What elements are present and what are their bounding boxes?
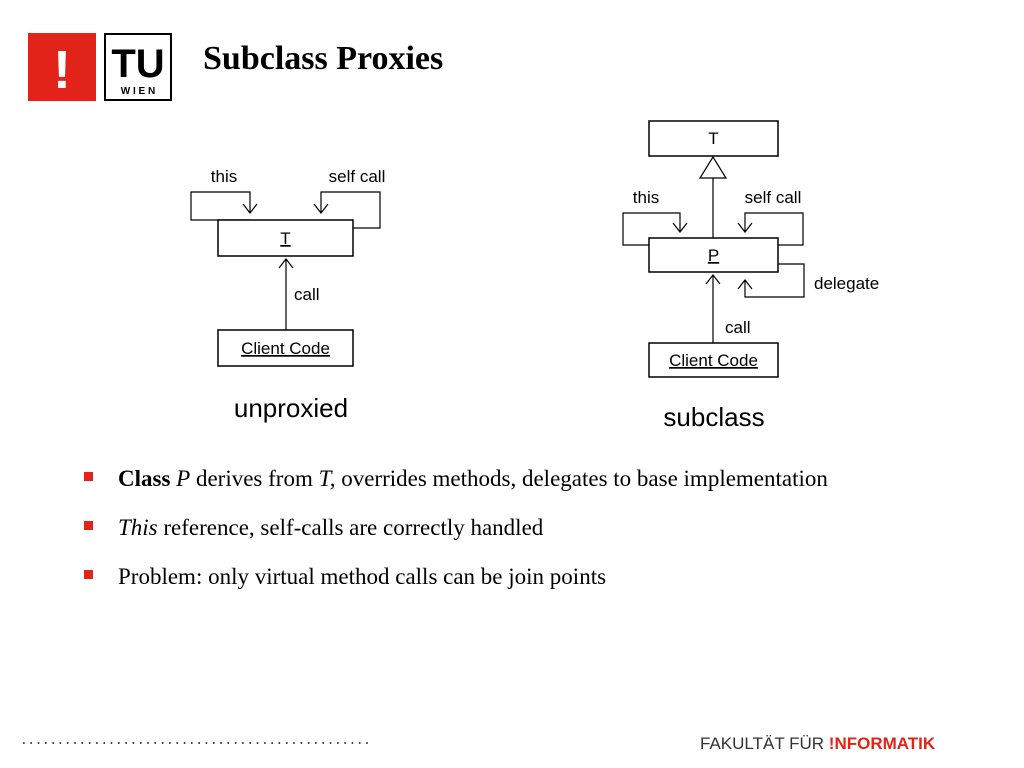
right-base-box-label: T xyxy=(708,129,718,148)
right-caption: subclass xyxy=(663,402,764,432)
bullet-square-icon xyxy=(84,570,93,579)
right-client-box xyxy=(648,342,779,378)
right-this-label: this xyxy=(633,188,659,207)
footer-faculty-text: FAKULTÄT FÜR xyxy=(700,734,829,753)
bullet-item: Class P derives from T, overrides method… xyxy=(80,462,828,511)
bullet-list: Class P derives from T, overrides method… xyxy=(80,462,828,609)
unproxied-diagram: this self call T call Client Code unprox… xyxy=(190,167,386,423)
left-client-box-label: Client Code xyxy=(241,339,330,358)
right-this-loop-arrow xyxy=(622,212,688,246)
right-proxy-box xyxy=(648,237,779,273)
proxy-diagrams: this self call T call Client Code unprox… xyxy=(190,120,879,432)
left-this-label: this xyxy=(211,167,237,186)
bullet-text: Class xyxy=(118,466,171,491)
bullet-text: reference, self-calls are correctly hand… xyxy=(157,515,544,540)
bullet-item: Problem: only virtual method calls can b… xyxy=(80,560,828,609)
bullet-text: T, xyxy=(318,466,336,491)
tu-wien-logo: TU W I E N xyxy=(104,33,172,101)
bullet-text: P xyxy=(176,466,191,491)
left-class-box xyxy=(217,219,354,257)
subclass-diagram: T this self call P delegate call Client … xyxy=(622,120,879,432)
footer-brand: !NFORMATIK xyxy=(828,734,936,753)
tu-exclamation-logo: ! xyxy=(28,33,96,101)
bullet-square-icon xyxy=(84,521,93,530)
right-delegate-label: delegate xyxy=(814,274,879,293)
left-client-box xyxy=(217,329,354,367)
bullet-text: overrides methods, delegates to base imp… xyxy=(335,466,828,491)
right-call-label: call xyxy=(725,318,751,337)
bullet-text: Problem: only virtual method calls can b… xyxy=(118,564,607,589)
left-caption: unproxied xyxy=(234,393,348,423)
logo-wien-text: W I E N xyxy=(121,86,155,97)
inheritance-triangle-icon xyxy=(698,155,728,179)
right-self-call-loop-arrow xyxy=(737,212,804,246)
bullet-text: This xyxy=(118,515,158,540)
left-this-loop-arrow xyxy=(190,191,258,221)
right-client-box-label: Client Code xyxy=(669,351,758,370)
logo-mark-text: ! xyxy=(53,40,71,100)
right-self-call-label: self call xyxy=(745,188,802,207)
page-title: Subclass Proxies xyxy=(203,40,444,77)
bullet-item: This reference, self-calls are correctly… xyxy=(80,511,828,560)
right-delegate-arrow xyxy=(737,263,805,298)
left-class-box-label: T xyxy=(280,229,290,248)
bullet-square-icon xyxy=(84,472,93,481)
footer-dots: ........................................… xyxy=(20,733,371,748)
right-base-box xyxy=(648,120,779,157)
left-call-label: call xyxy=(294,285,320,304)
bullet-text: derives from xyxy=(190,466,319,491)
left-self-call-label: self call xyxy=(329,167,386,186)
left-self-call-loop-arrow xyxy=(313,191,381,229)
right-proxy-box-label: P xyxy=(708,246,719,265)
logo-tu-text: TU xyxy=(111,42,164,86)
footer-faculty: FAKULTÄT FÜR !NFORMATIK xyxy=(700,734,935,754)
